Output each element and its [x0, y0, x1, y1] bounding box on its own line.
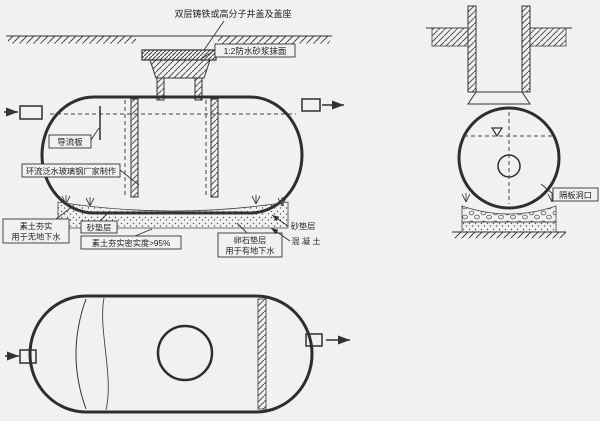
- inlet-pipe-stub-plan: [19, 349, 37, 364]
- label-text-line2: 用于无地下水: [11, 232, 60, 242]
- neck-wall-left: [156, 77, 165, 101]
- label-box: [48, 134, 92, 149]
- ground-hatch-right: [218, 36, 330, 44]
- sand-bed: [461, 221, 557, 233]
- label-box: [552, 187, 599, 202]
- label-box: [21, 163, 121, 178]
- partition-hole: [497, 154, 521, 178]
- end-section-view: 隔板洞口: [426, 5, 599, 239]
- neck-collar: [467, 91, 531, 105]
- leader-line: [200, 49, 216, 60]
- label-text: 隔板洞口: [559, 190, 592, 200]
- label-text: 混 凝 土: [291, 236, 320, 246]
- neck-wall-right: [194, 77, 203, 101]
- grass-tuft-symbols: [61, 195, 287, 207]
- label-mortar-finish: 1:2防水砂浆抹面: [200, 43, 296, 60]
- label-deflector: 导流板: [48, 127, 100, 149]
- leader-line: [236, 222, 248, 234]
- manhole-plan: [156, 324, 214, 382]
- water-level-symbol: [490, 127, 504, 138]
- shaft-wall-right: [521, 5, 531, 93]
- left-end-seam: [75, 298, 87, 410]
- base-hatch: [454, 232, 566, 239]
- shaft-wall-left: [467, 5, 477, 93]
- leader-line: [90, 127, 100, 141]
- plan-view: [5, 294, 350, 414]
- shell-seam-line: [102, 297, 109, 411]
- label-text: 砂垫层: [291, 221, 316, 231]
- leader-line: [540, 183, 554, 195]
- side-section-view: 1:2防水砂浆抹面 导流板 环流泛水玻璃钢厂家制作 素土夯实 用于无地下水 砂垫…: [2, 20, 344, 258]
- leader-line: [119, 169, 140, 186]
- label-text: 环流泛水玻璃钢厂家制作: [26, 166, 116, 176]
- label-sand-cushion-right: 砂垫层: [271, 214, 316, 231]
- inlet-pipe-stub: [19, 105, 43, 120]
- label-text: 1:2防水砂浆抹面: [224, 46, 287, 56]
- label-box: [80, 235, 182, 250]
- baffle-1: [130, 98, 139, 198]
- label-box: [2, 218, 70, 244]
- ground-block-left: [431, 27, 469, 47]
- label-manhole-cover-title: 双层铸铁或高分子井盖及盖座: [174, 8, 291, 19]
- label-text-line1: 素土夯实: [20, 221, 53, 231]
- label-box: [217, 232, 283, 258]
- pebble-bed: [461, 205, 557, 223]
- label-sand-cushion-left: 砂垫层: [80, 210, 118, 234]
- baffle-plan: [257, 298, 267, 410]
- leader-line: [134, 228, 153, 237]
- label-text: 砂垫层: [87, 222, 112, 232]
- label-text: 导流板: [57, 137, 83, 147]
- manhole-cover-seat: [149, 59, 211, 79]
- ground-block-right: [529, 27, 567, 47]
- tank-shell-plan: [28, 294, 314, 414]
- manhole-cover-plate: [141, 49, 217, 61]
- leader-manhole-cover: [203, 20, 225, 51]
- label-pebble-cushion: 卵石垫层 用于有地下水: [217, 222, 283, 258]
- baffle-2: [210, 98, 219, 198]
- ground-hatch-left: [8, 36, 136, 44]
- leader-line: [55, 205, 74, 220]
- label-box: [214, 43, 296, 58]
- leader-line: [270, 227, 291, 242]
- leader-line: [271, 214, 289, 227]
- outlet-pipe-stub-plan: [305, 333, 323, 347]
- label-plain-soil-no-groundwater: 素土夯实 用于无地下水: [2, 205, 74, 244]
- label-box: [80, 220, 118, 234]
- tank-shell-end: [457, 106, 561, 210]
- label-concrete: 混 凝 土: [270, 227, 321, 246]
- outlet-pipe-stub: [301, 98, 321, 112]
- label-partition-opening: 隔板洞口: [540, 183, 599, 202]
- label-soil-density: 素土夯实密实度>95%: [80, 228, 182, 250]
- leader-line: [99, 210, 111, 222]
- grass-tuft-symbols: [461, 193, 557, 203]
- label-text-line1: 卵石垫层: [234, 235, 267, 245]
- label-fiberglass-maker: 环流泛水玻璃钢厂家制作: [21, 163, 140, 186]
- label-text: 素土夯实密实度>95%: [92, 238, 170, 248]
- label-text-line2: 用于有地下水: [225, 246, 274, 256]
